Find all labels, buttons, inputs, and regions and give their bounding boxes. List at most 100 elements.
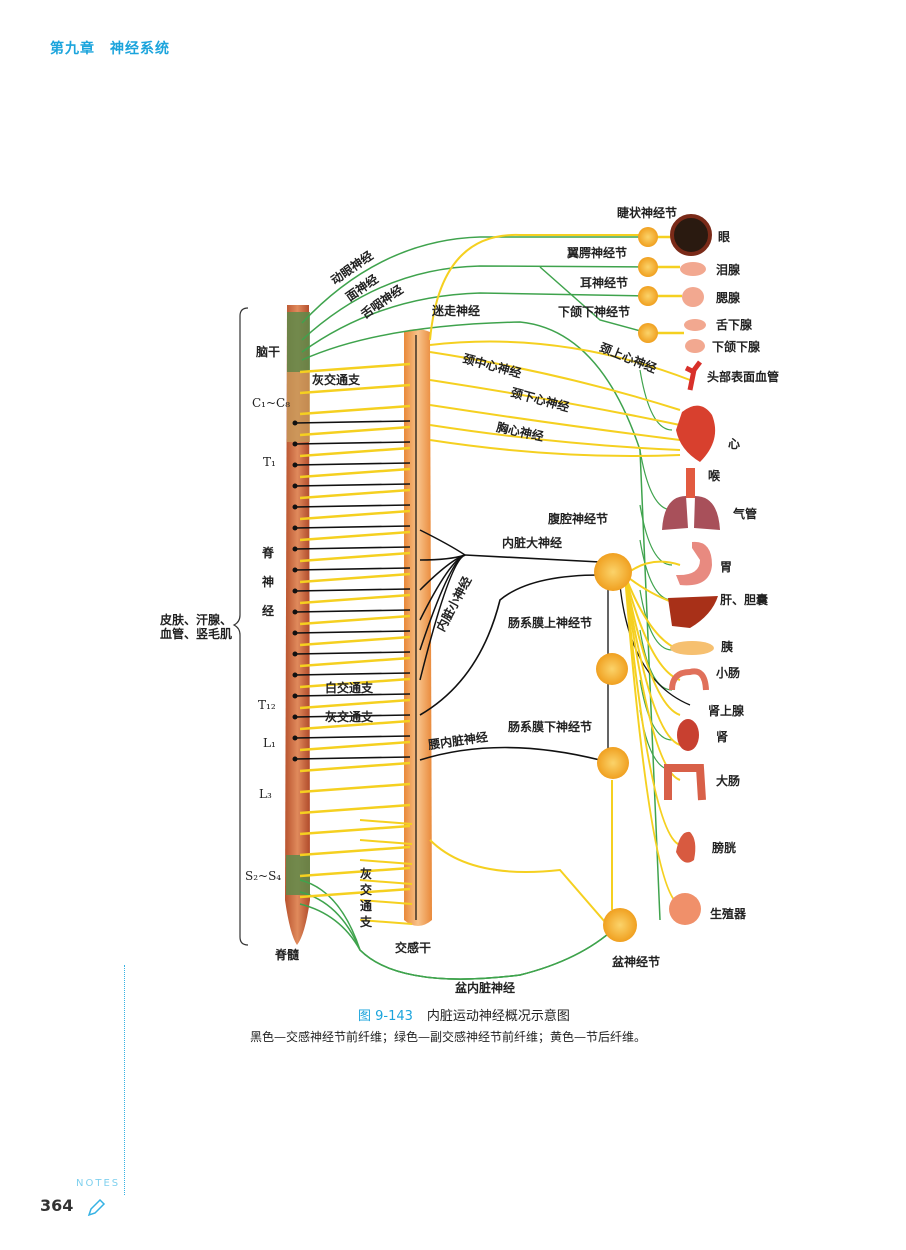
otic-ganglion <box>638 286 658 306</box>
abdominal-post-0 <box>624 560 681 576</box>
l1-label: L₁ <box>263 736 276 750</box>
white-ramus-4 <box>294 441 411 445</box>
white-ramus-14 <box>294 651 411 655</box>
sacral-gray-ramus-5 <box>359 919 413 925</box>
head-vessel-organ <box>684 360 702 391</box>
gray-ramus-11 <box>299 593 411 605</box>
figure-note: 黑色—交感神经节前纤维；绿色—副交感神经节前纤维；黄色—节后纤维。 <box>250 1030 647 1044</box>
eye-label: 眼 <box>718 230 731 244</box>
pelvic-splanchnic-fiber-2 <box>299 903 616 980</box>
white-ramus-10 <box>294 567 411 571</box>
spinal-nerve-label-3: 经 <box>262 604 275 618</box>
vagal-branch-3 <box>639 539 673 601</box>
gray-ramus-mid-label: 灰交通支 <box>325 710 374 724</box>
sublingual-gland-label: 舌下腺 <box>716 318 753 332</box>
pelvic-splanchnic-label: 盆内脏神经 <box>455 981 516 995</box>
gray-ramus-18 <box>299 740 411 752</box>
figure-number: 图 9-143 <box>358 1009 413 1024</box>
vagal-branch-6 <box>639 679 673 741</box>
small-intestine-organ <box>669 668 709 691</box>
head-vessels-label: 头部表面血管 <box>707 370 780 384</box>
white-ramus-9 <box>294 546 411 550</box>
oculomotor-fiber <box>301 236 648 324</box>
celiac-ganglion <box>594 553 632 591</box>
sympathetic-trunk-label: 交感干 <box>395 941 432 955</box>
gray-ramus-8 <box>299 530 411 542</box>
lacrimal-organ <box>680 262 706 276</box>
genitals-label: 生殖器 <box>710 907 747 921</box>
white-ramus-3 <box>294 420 411 424</box>
parotid-gland-label: 腮腺 <box>716 291 741 305</box>
sacral-gray-ramus-2 <box>359 859 413 865</box>
white-ramus-label: 白交通支 <box>325 681 374 695</box>
spinal-cord-label: 脊髓 <box>275 948 300 962</box>
vagus-fiber <box>301 321 661 921</box>
white-ramus-12 <box>294 609 411 613</box>
liver-organ <box>668 596 718 628</box>
white-ramus-18 <box>294 735 411 739</box>
cardiac-nerve-1 <box>429 379 681 426</box>
preganglionic-soma-6 <box>292 483 298 489</box>
gray-ramus-6 <box>299 488 411 500</box>
white-ramus-5 <box>294 462 411 466</box>
gray-ramus-14 <box>299 656 411 668</box>
gray-ramus-22 <box>299 824 411 836</box>
sympathetic-trunk <box>404 329 432 926</box>
preganglionic-soma-15 <box>292 672 298 678</box>
c1-c8-label: C₁~C₈ <box>252 396 291 410</box>
white-ramus-7 <box>294 504 411 508</box>
ciliary-ganglion <box>638 227 658 247</box>
sublingual-organ <box>684 319 706 331</box>
s2-s4-label: S₂~S₄ <box>245 869 282 883</box>
lacrimal-gland-label: 泪腺 <box>716 263 741 277</box>
stomach-label: 胃 <box>720 560 733 574</box>
pancreas-label: 胰 <box>721 640 734 654</box>
preganglionic-soma-3 <box>292 420 298 426</box>
figure-title: 内脏运动神经概况示意图 <box>426 1009 570 1024</box>
preganglionic-soma-14 <box>292 651 298 657</box>
gray-ramus-13 <box>299 635 411 647</box>
gray-ramus-12 <box>299 614 411 626</box>
heart-organ <box>676 405 716 462</box>
abdominal-post-8 <box>624 574 681 906</box>
large-intestine-organ <box>664 764 706 801</box>
gray-ramus-4 <box>299 446 411 458</box>
lungs-organ <box>662 496 720 530</box>
gray-ramus-10 <box>299 572 411 584</box>
cardiac-nerve-2 <box>429 404 681 441</box>
celiac-ganglion-label: 腹腔神经节 <box>548 512 609 526</box>
lesser-splanchnic-fiber <box>419 574 601 716</box>
gray-ramus-24 <box>299 866 411 878</box>
submandibular-ganglion-label: 下颌下神经节 <box>558 305 631 319</box>
kidney-organ <box>677 719 699 751</box>
sacral-trunk-to-pelvic <box>429 839 606 923</box>
white-ramus-13 <box>294 630 411 634</box>
otic-ganglion-label: 耳神经节 <box>580 276 629 290</box>
chapter-header: 第九章 神经系统 <box>50 41 170 57</box>
greater-splanchnic-label: 内脏大神经 <box>502 536 563 550</box>
preganglionic-soma-17 <box>292 714 298 720</box>
vagal-branch-1 <box>639 449 673 511</box>
splanchnic-root-0 <box>419 529 466 556</box>
submandibular-gland-label: 下颌下腺 <box>712 340 761 354</box>
splanchnic-root-5 <box>419 554 466 681</box>
cardiac-nerve-4 <box>429 439 681 457</box>
sacral-gray-ramus-3 <box>359 879 413 885</box>
skin-label-1: 皮肤、汗腺、 <box>160 613 233 627</box>
cardiac-nerve-3 <box>429 424 681 451</box>
gray-ramus-17 <box>299 719 411 731</box>
gray-ramus-5 <box>299 467 411 479</box>
t1-label: T₁ <box>263 455 276 469</box>
white-ramus-16 <box>294 693 411 697</box>
facial-fiber <box>301 265 649 341</box>
figure-caption: 图 9-143 内脏运动神经概况示意图 <box>358 1005 570 1024</box>
preganglionic-soma-12 <box>292 609 298 615</box>
gray-ramus-7 <box>299 509 411 521</box>
preganglionic-soma-10 <box>292 567 298 573</box>
gray-ramus-25 <box>299 887 411 899</box>
stomach-organ <box>676 541 712 586</box>
white-ramus-6 <box>294 483 411 487</box>
abdominal-post-4 <box>624 574 681 716</box>
pelvic-splanchnic-fiber-0 <box>299 879 616 980</box>
